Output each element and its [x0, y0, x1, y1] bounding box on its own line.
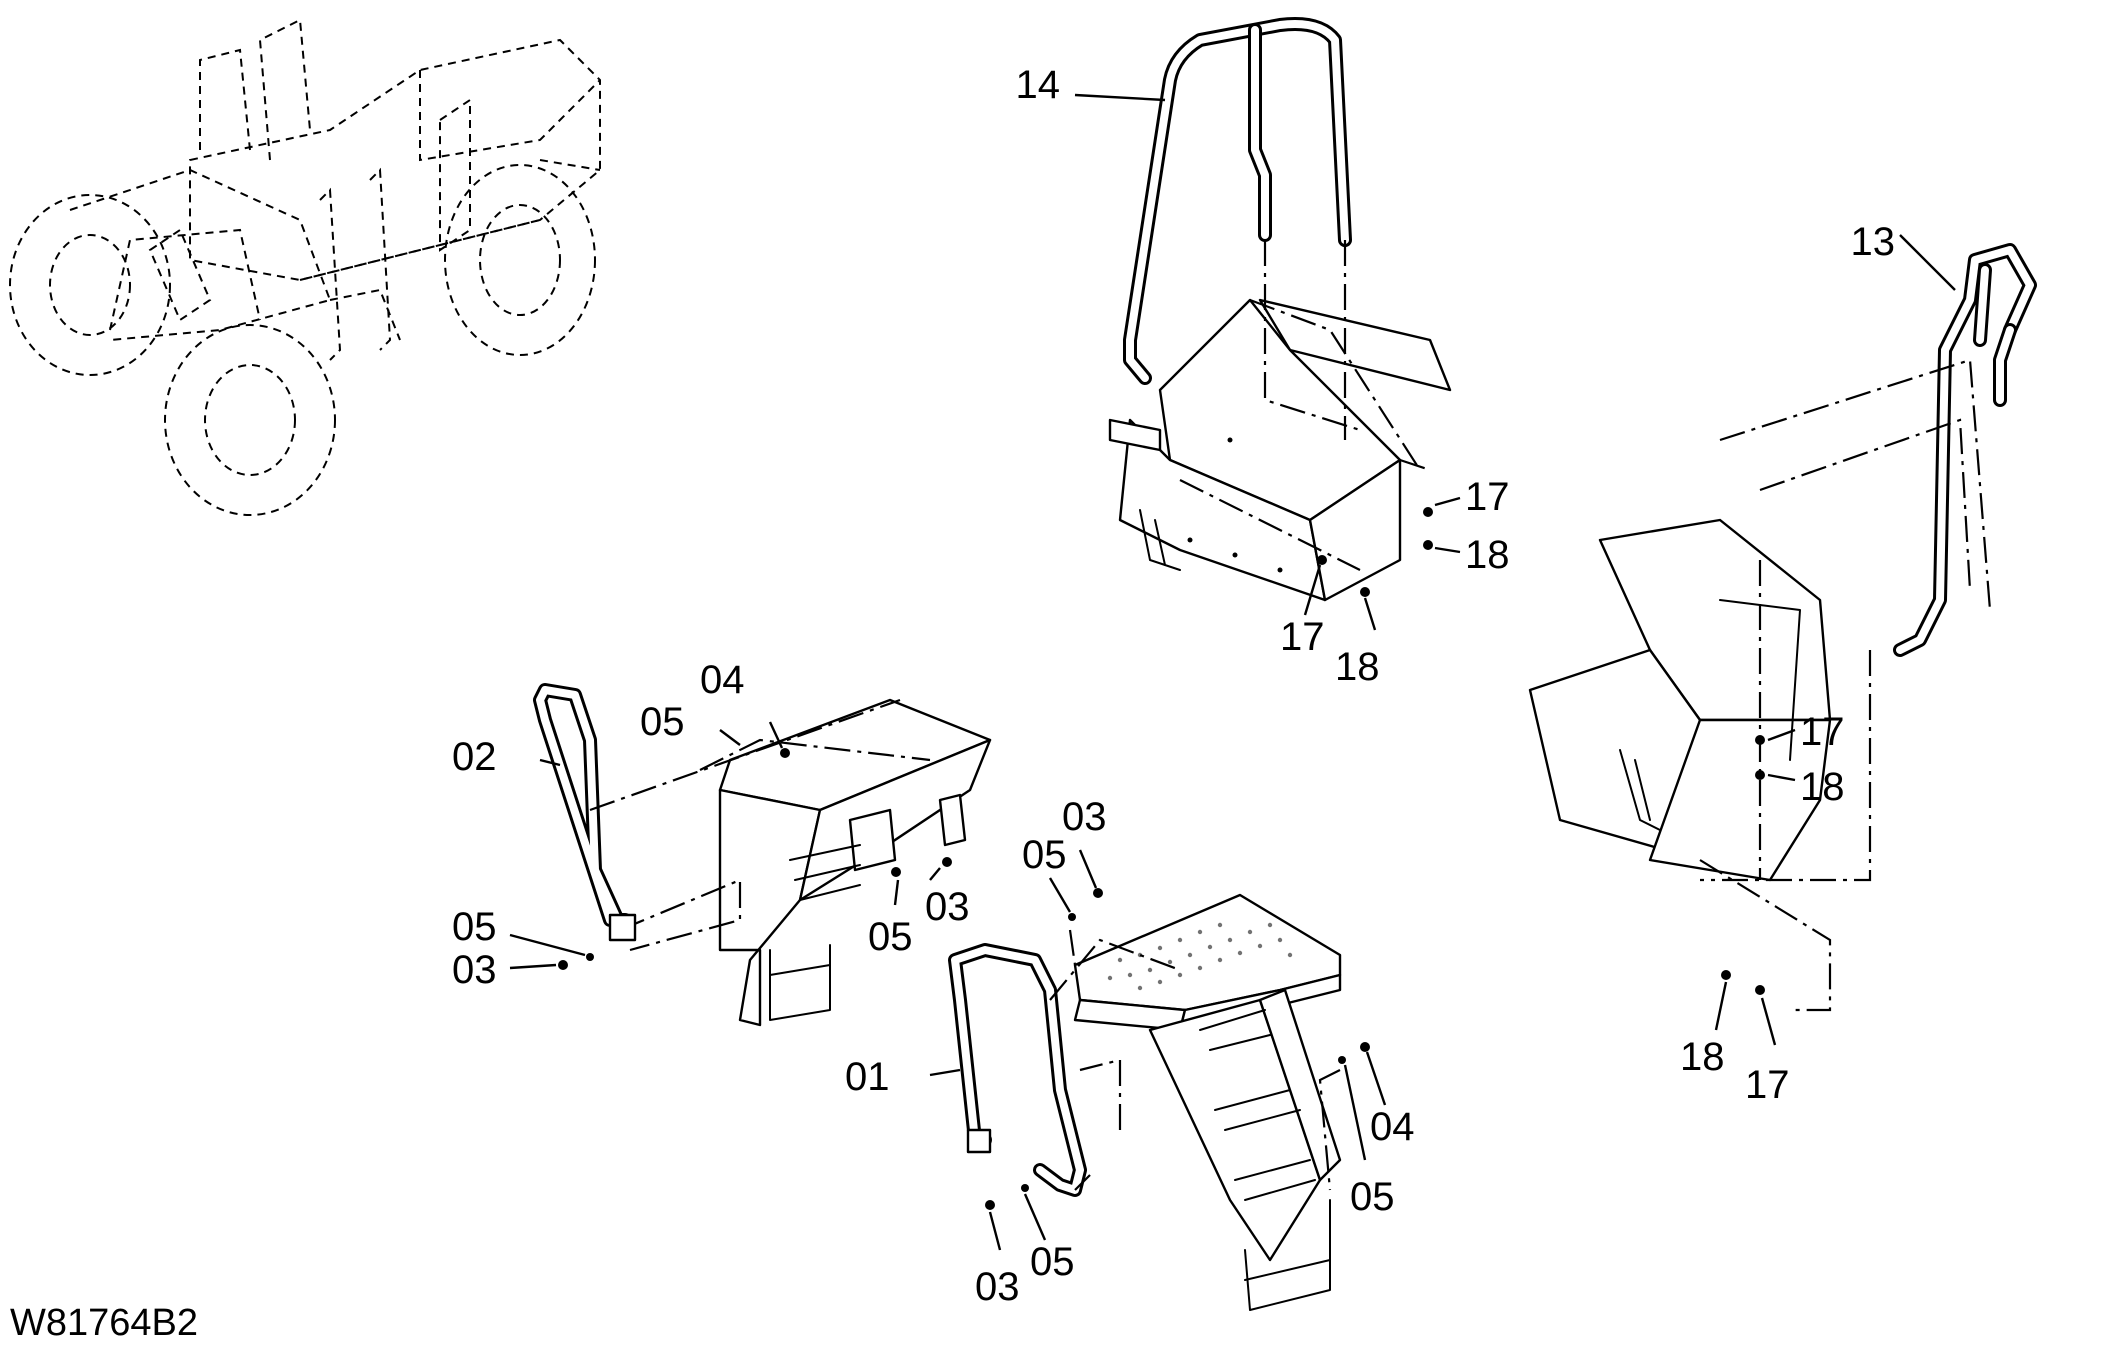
callout-14: 14 [1016, 63, 1061, 107]
callout-17: 17 [1280, 615, 1325, 659]
callout-18: 18 [1465, 533, 1510, 577]
callout-03: 03 [1062, 795, 1107, 839]
fender-assembly-right [1528, 234, 2037, 1046]
stair-assembly [929, 849, 1387, 1311]
callout-01: 01 [845, 1055, 890, 1099]
callout-18: 18 [1800, 765, 1845, 809]
callout-03: 03 [925, 885, 970, 929]
callout-17: 17 [1800, 710, 1845, 754]
callout-18: 18 [1335, 645, 1380, 689]
callout-05: 05 [1022, 833, 1067, 877]
fender-assembly-upper [1074, 17, 1461, 631]
callout-labels: 14 13 17 18 17 18 17 18 18 17 02 04 05 0… [452, 63, 1895, 1309]
callout-05: 05 [640, 700, 685, 744]
step-assembly-left [509, 683, 992, 1027]
callout-03: 03 [452, 948, 497, 992]
callout-17: 17 [1745, 1063, 1790, 1107]
callout-03: 03 [975, 1265, 1020, 1309]
callout-04: 04 [700, 658, 745, 702]
callout-17: 17 [1465, 475, 1510, 519]
callout-05: 05 [1030, 1240, 1075, 1284]
wheel-loader-overview [9, 18, 601, 516]
callout-02: 02 [452, 735, 497, 779]
callout-13: 13 [1851, 220, 1896, 264]
callout-04: 04 [1370, 1105, 1415, 1149]
callout-05: 05 [868, 915, 913, 959]
callout-05: 05 [452, 905, 497, 949]
callout-05: 05 [1350, 1175, 1395, 1219]
callout-18: 18 [1680, 1035, 1725, 1079]
drawing-code: W81764B2 [10, 1302, 198, 1344]
